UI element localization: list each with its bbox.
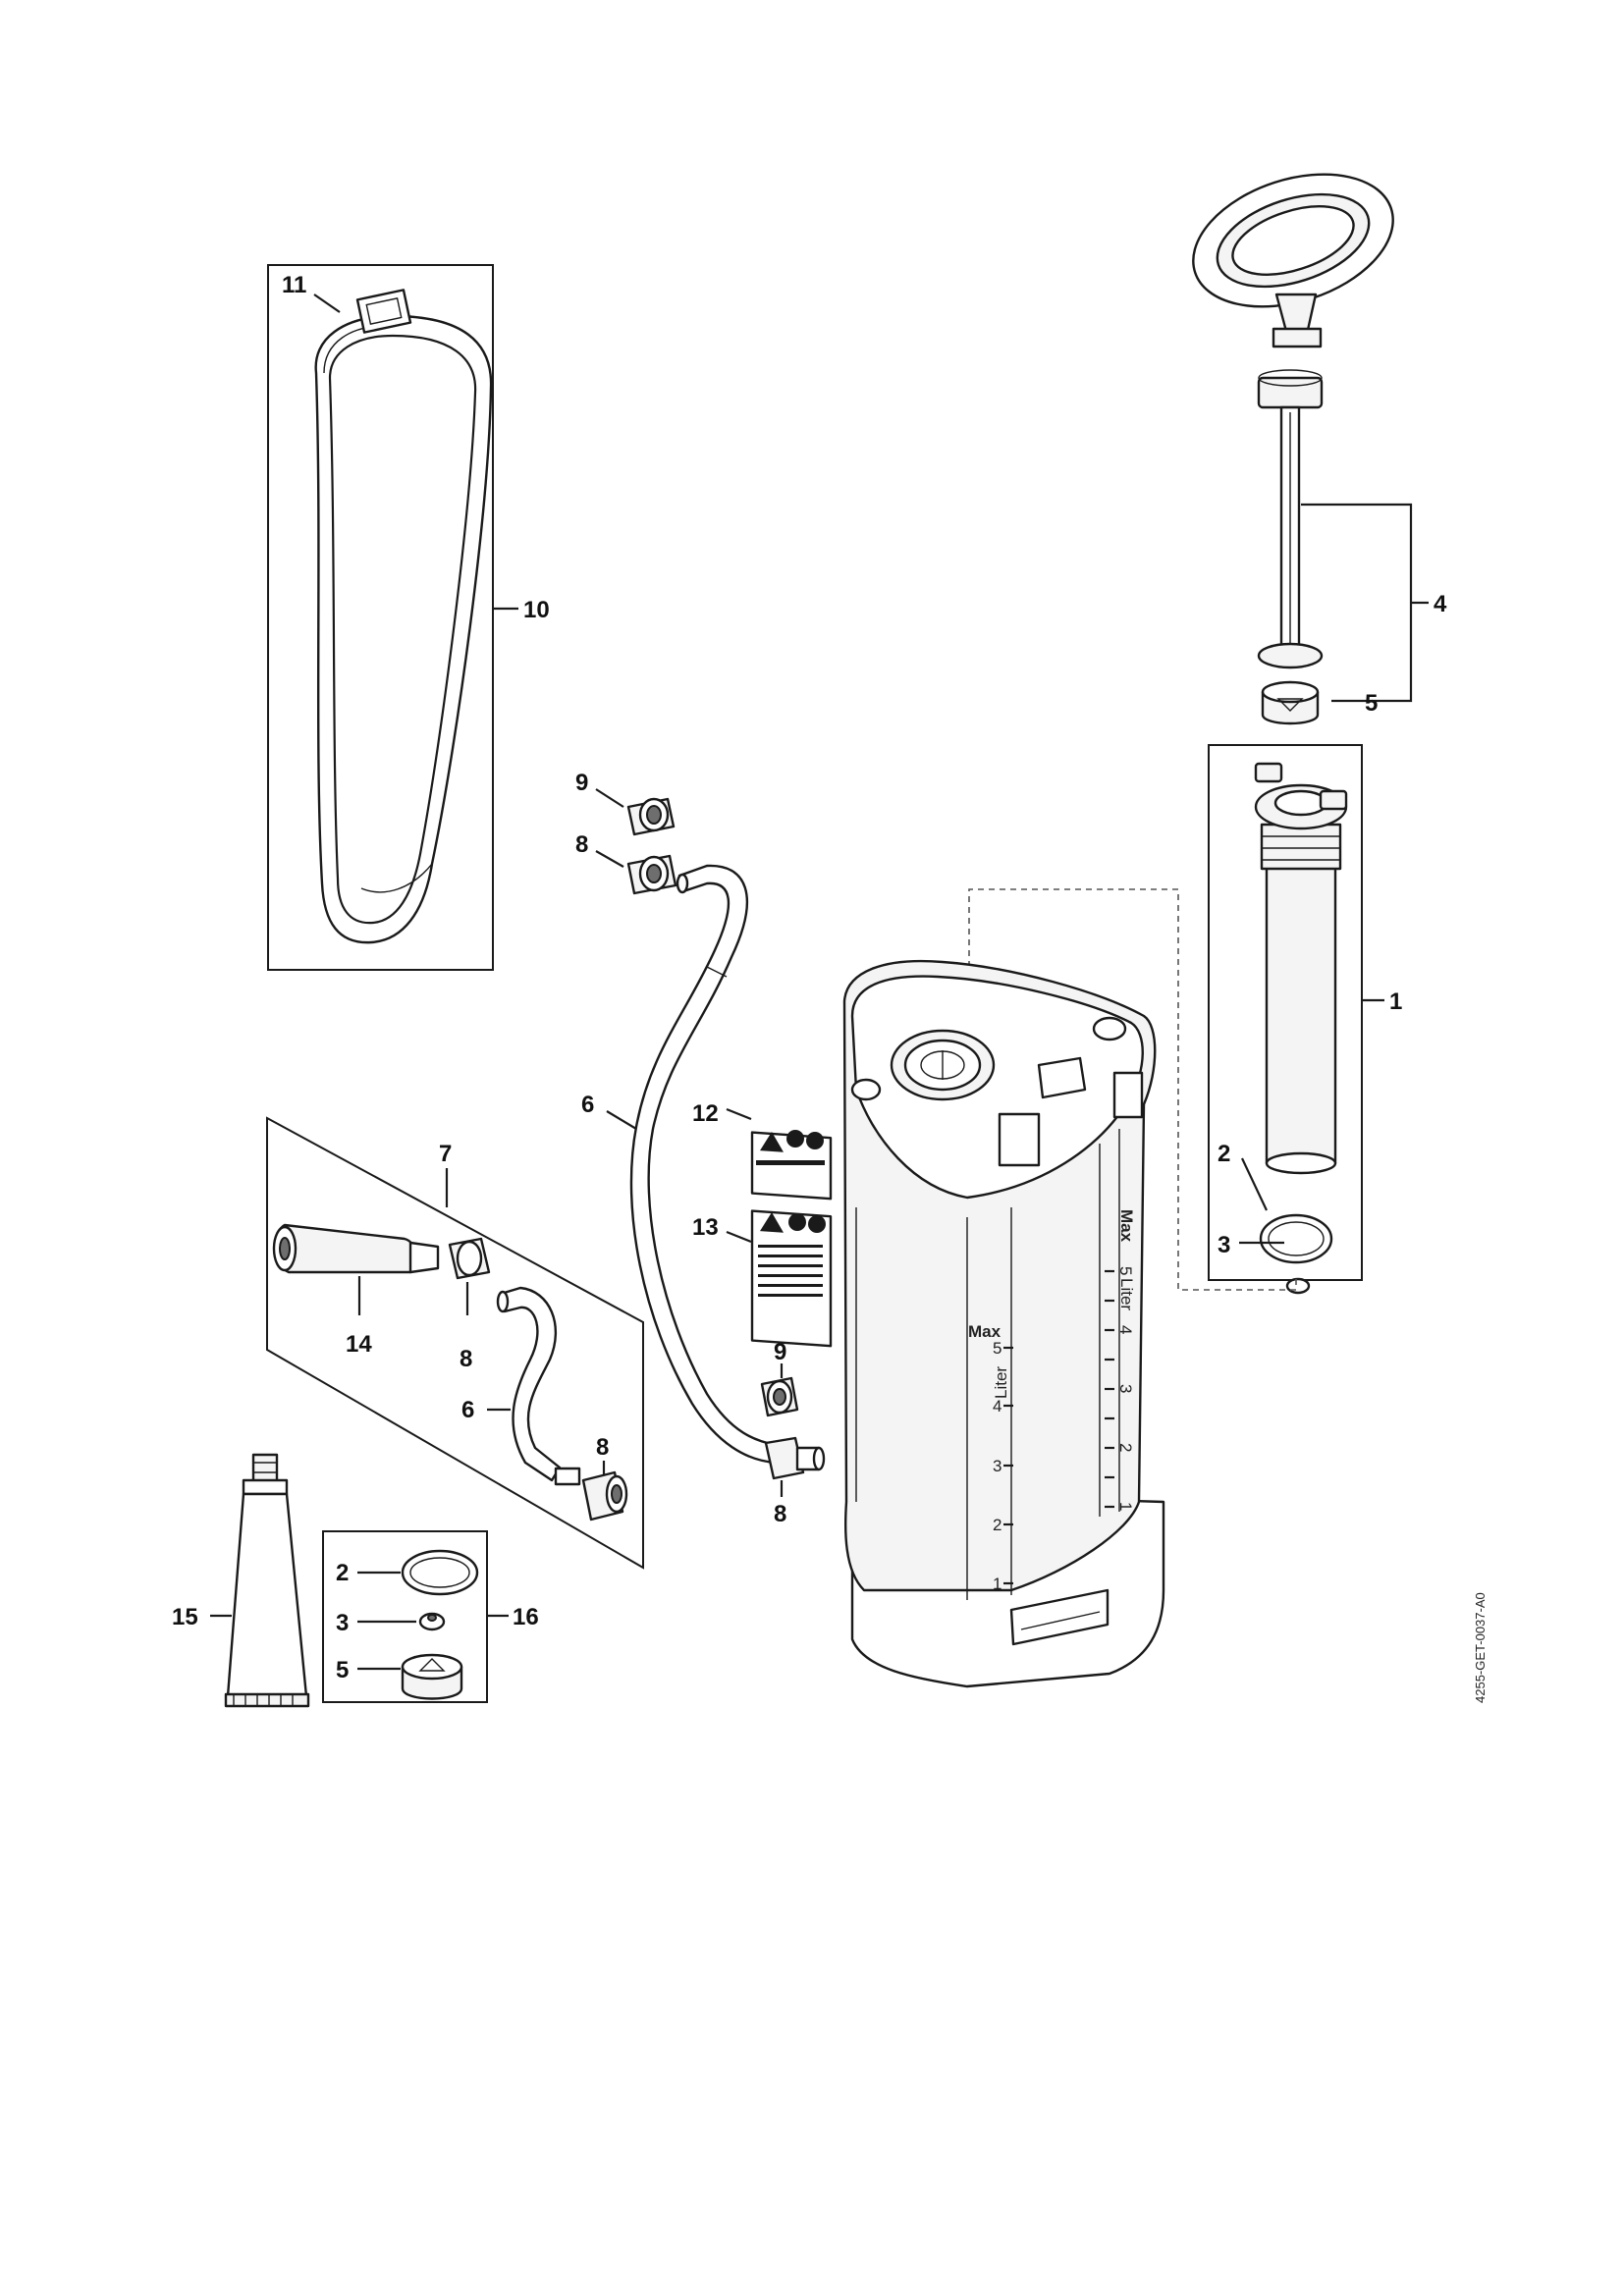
callout-12: 12 [692, 1100, 719, 1127]
callout-11: 11 [282, 272, 306, 298]
callout-9-mid: 9 [774, 1339, 786, 1365]
callout-8-kit-end: 8 [596, 1434, 609, 1461]
pump-plunger-icon [1192, 173, 1394, 725]
callout-14: 14 [346, 1331, 372, 1358]
callout-13: 13 [692, 1214, 719, 1241]
spray-hose-icon [626, 797, 826, 1480]
callout-5-right: 5 [1365, 690, 1378, 717]
warning-label-icon [750, 1130, 833, 1201]
callout-3-kit: 3 [336, 1610, 349, 1636]
callout-6-kit: 6 [461, 1397, 474, 1423]
tank-liter-label-right: Liter [1117, 1278, 1136, 1310]
callout-2-right: 2 [1218, 1141, 1230, 1167]
callout-1: 1 [1389, 988, 1402, 1015]
tank-mark-left-2: 2 [993, 1516, 1001, 1534]
callout-5-kit: 5 [336, 1657, 349, 1683]
tank-mark-left-1: 1 [993, 1575, 1001, 1593]
callout-6-hose: 6 [581, 1092, 594, 1118]
tank-mark-right-5: 5 [1116, 1266, 1135, 1275]
callout-9-top: 9 [575, 770, 588, 796]
callout-8-top: 8 [575, 831, 588, 858]
nozzle-kit [272, 1223, 628, 1522]
tank-mark-left-3: 3 [993, 1457, 1001, 1475]
callout-8-bottom: 8 [774, 1501, 786, 1527]
hose-nut-8-bottom [764, 1436, 826, 1480]
hose-nut-9-mid [760, 1376, 799, 1417]
callout-15: 15 [172, 1604, 198, 1630]
shoulder-strap-icon [267, 264, 494, 971]
tank-max-label-right: Max [1117, 1209, 1136, 1243]
grease-tube-icon [224, 1453, 310, 1708]
callout-8-kit-nut: 8 [460, 1346, 472, 1372]
callout-10: 10 [523, 597, 550, 623]
tank-mark-right-2: 2 [1116, 1443, 1135, 1452]
seal-kit [401, 1549, 479, 1700]
tank-mark-left-4: 4 [993, 1397, 1001, 1415]
callout-3-right: 3 [1218, 1232, 1230, 1258]
drawing-code: 4255-GET-0037-A0 [1473, 1592, 1488, 1703]
tank-max-label-left: Max [968, 1322, 1001, 1341]
hose-nut-8-top [626, 854, 677, 895]
callout-2-kit: 2 [336, 1560, 349, 1586]
warning-label-icon [750, 1209, 833, 1348]
tank-mark-left-5: 5 [993, 1339, 1001, 1358]
tank-liter-label-left: Liter [992, 1366, 1010, 1399]
sprayer-tank-icon [842, 959, 1165, 1688]
tank-mark-right-1: 1 [1116, 1502, 1135, 1511]
tank-mark-right-4: 4 [1116, 1325, 1135, 1334]
callout-16: 16 [513, 1604, 539, 1630]
hose-nut-9-top [626, 797, 676, 836]
pump-cylinder [1254, 762, 1348, 1295]
tank-mark-right-3: 3 [1116, 1384, 1135, 1393]
callout-4: 4 [1434, 591, 1447, 617]
callout-7: 7 [439, 1141, 452, 1167]
